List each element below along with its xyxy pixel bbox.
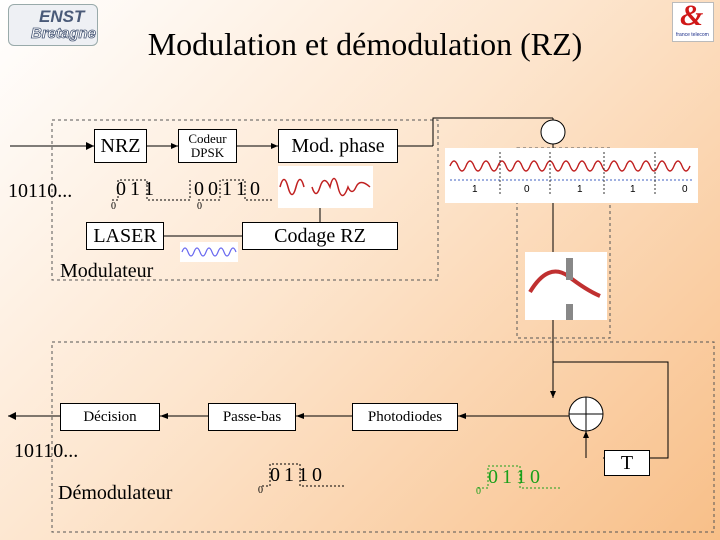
logo-ampersand: & [680, 0, 704, 32]
zero-axis-label: 0 [111, 201, 116, 212]
rz-coding-block: Codage RZ [242, 222, 398, 250]
nrz-bit-sequence: 0 1 1 [114, 178, 156, 200]
bit: 0 [270, 464, 280, 486]
bit: 0 [488, 466, 498, 488]
phase-bit-label: 1 [630, 184, 636, 195]
logo-line2: Bretagne [31, 25, 97, 43]
bit: 0 [530, 466, 540, 488]
bit: 0 [250, 178, 260, 200]
enst-bretagne-logo: ENST Bretagne [8, 4, 98, 46]
decision-block: Décision [60, 403, 160, 431]
bit: 1 [516, 466, 526, 488]
bit: 0 [312, 464, 322, 486]
phase-bit-label: 1 [472, 184, 478, 195]
bit: 0 [116, 178, 126, 200]
bit: 0 [194, 178, 204, 200]
demodulator-frame [51, 341, 715, 533]
dpsk-bit-sequence: 0 0 1 1 0 [192, 178, 262, 200]
phase-bit-label: 0 [524, 184, 530, 195]
page-title: Modulation et démodulation (RZ) [147, 26, 583, 62]
input-bits: 10110... [8, 180, 73, 202]
bit: 1 [222, 178, 232, 200]
phase-modulator-block: Mod. phase [278, 129, 398, 163]
bit: 1 [236, 178, 246, 200]
lowpass-block: Passe-bas [208, 403, 296, 431]
bit: 1 [298, 464, 308, 486]
logo-caption: france telecom [676, 32, 709, 38]
demodulator-section-label: Démodulateur [58, 482, 173, 504]
phase-bit-label: 0 [682, 184, 688, 195]
output-bits: 10110... [14, 440, 79, 462]
dpsk-coder-block: Codeur DPSK [178, 129, 237, 163]
delay-block: T [604, 450, 650, 476]
zero-axis-label: 0 [476, 486, 481, 497]
interferometer-frame [516, 147, 611, 339]
bit: 1 [502, 466, 512, 488]
laser-block: LASER [86, 222, 164, 250]
france-telecom-logo: & france telecom [672, 0, 714, 42]
modulator-frame [51, 119, 439, 281]
photodiodes-block: Photodiodes [352, 403, 458, 431]
photodiode-bit-sequence: 0 1 1 0 [486, 466, 542, 488]
bit: 1 [144, 178, 154, 200]
phase-bit-label: 1 [577, 184, 583, 195]
logo-line1: ENST [39, 7, 85, 26]
zero-axis-label: 0 [197, 201, 202, 212]
bit: 1 [284, 464, 294, 486]
modulator-section-label: Modulateur [60, 260, 154, 282]
zero-axis-label: 0 [258, 485, 263, 496]
bit: 1 [130, 178, 140, 200]
nrz-block: NRZ [94, 129, 147, 163]
bit: 0 [208, 178, 218, 200]
lowpass-bit-sequence: 0 1 1 0 [268, 464, 324, 486]
